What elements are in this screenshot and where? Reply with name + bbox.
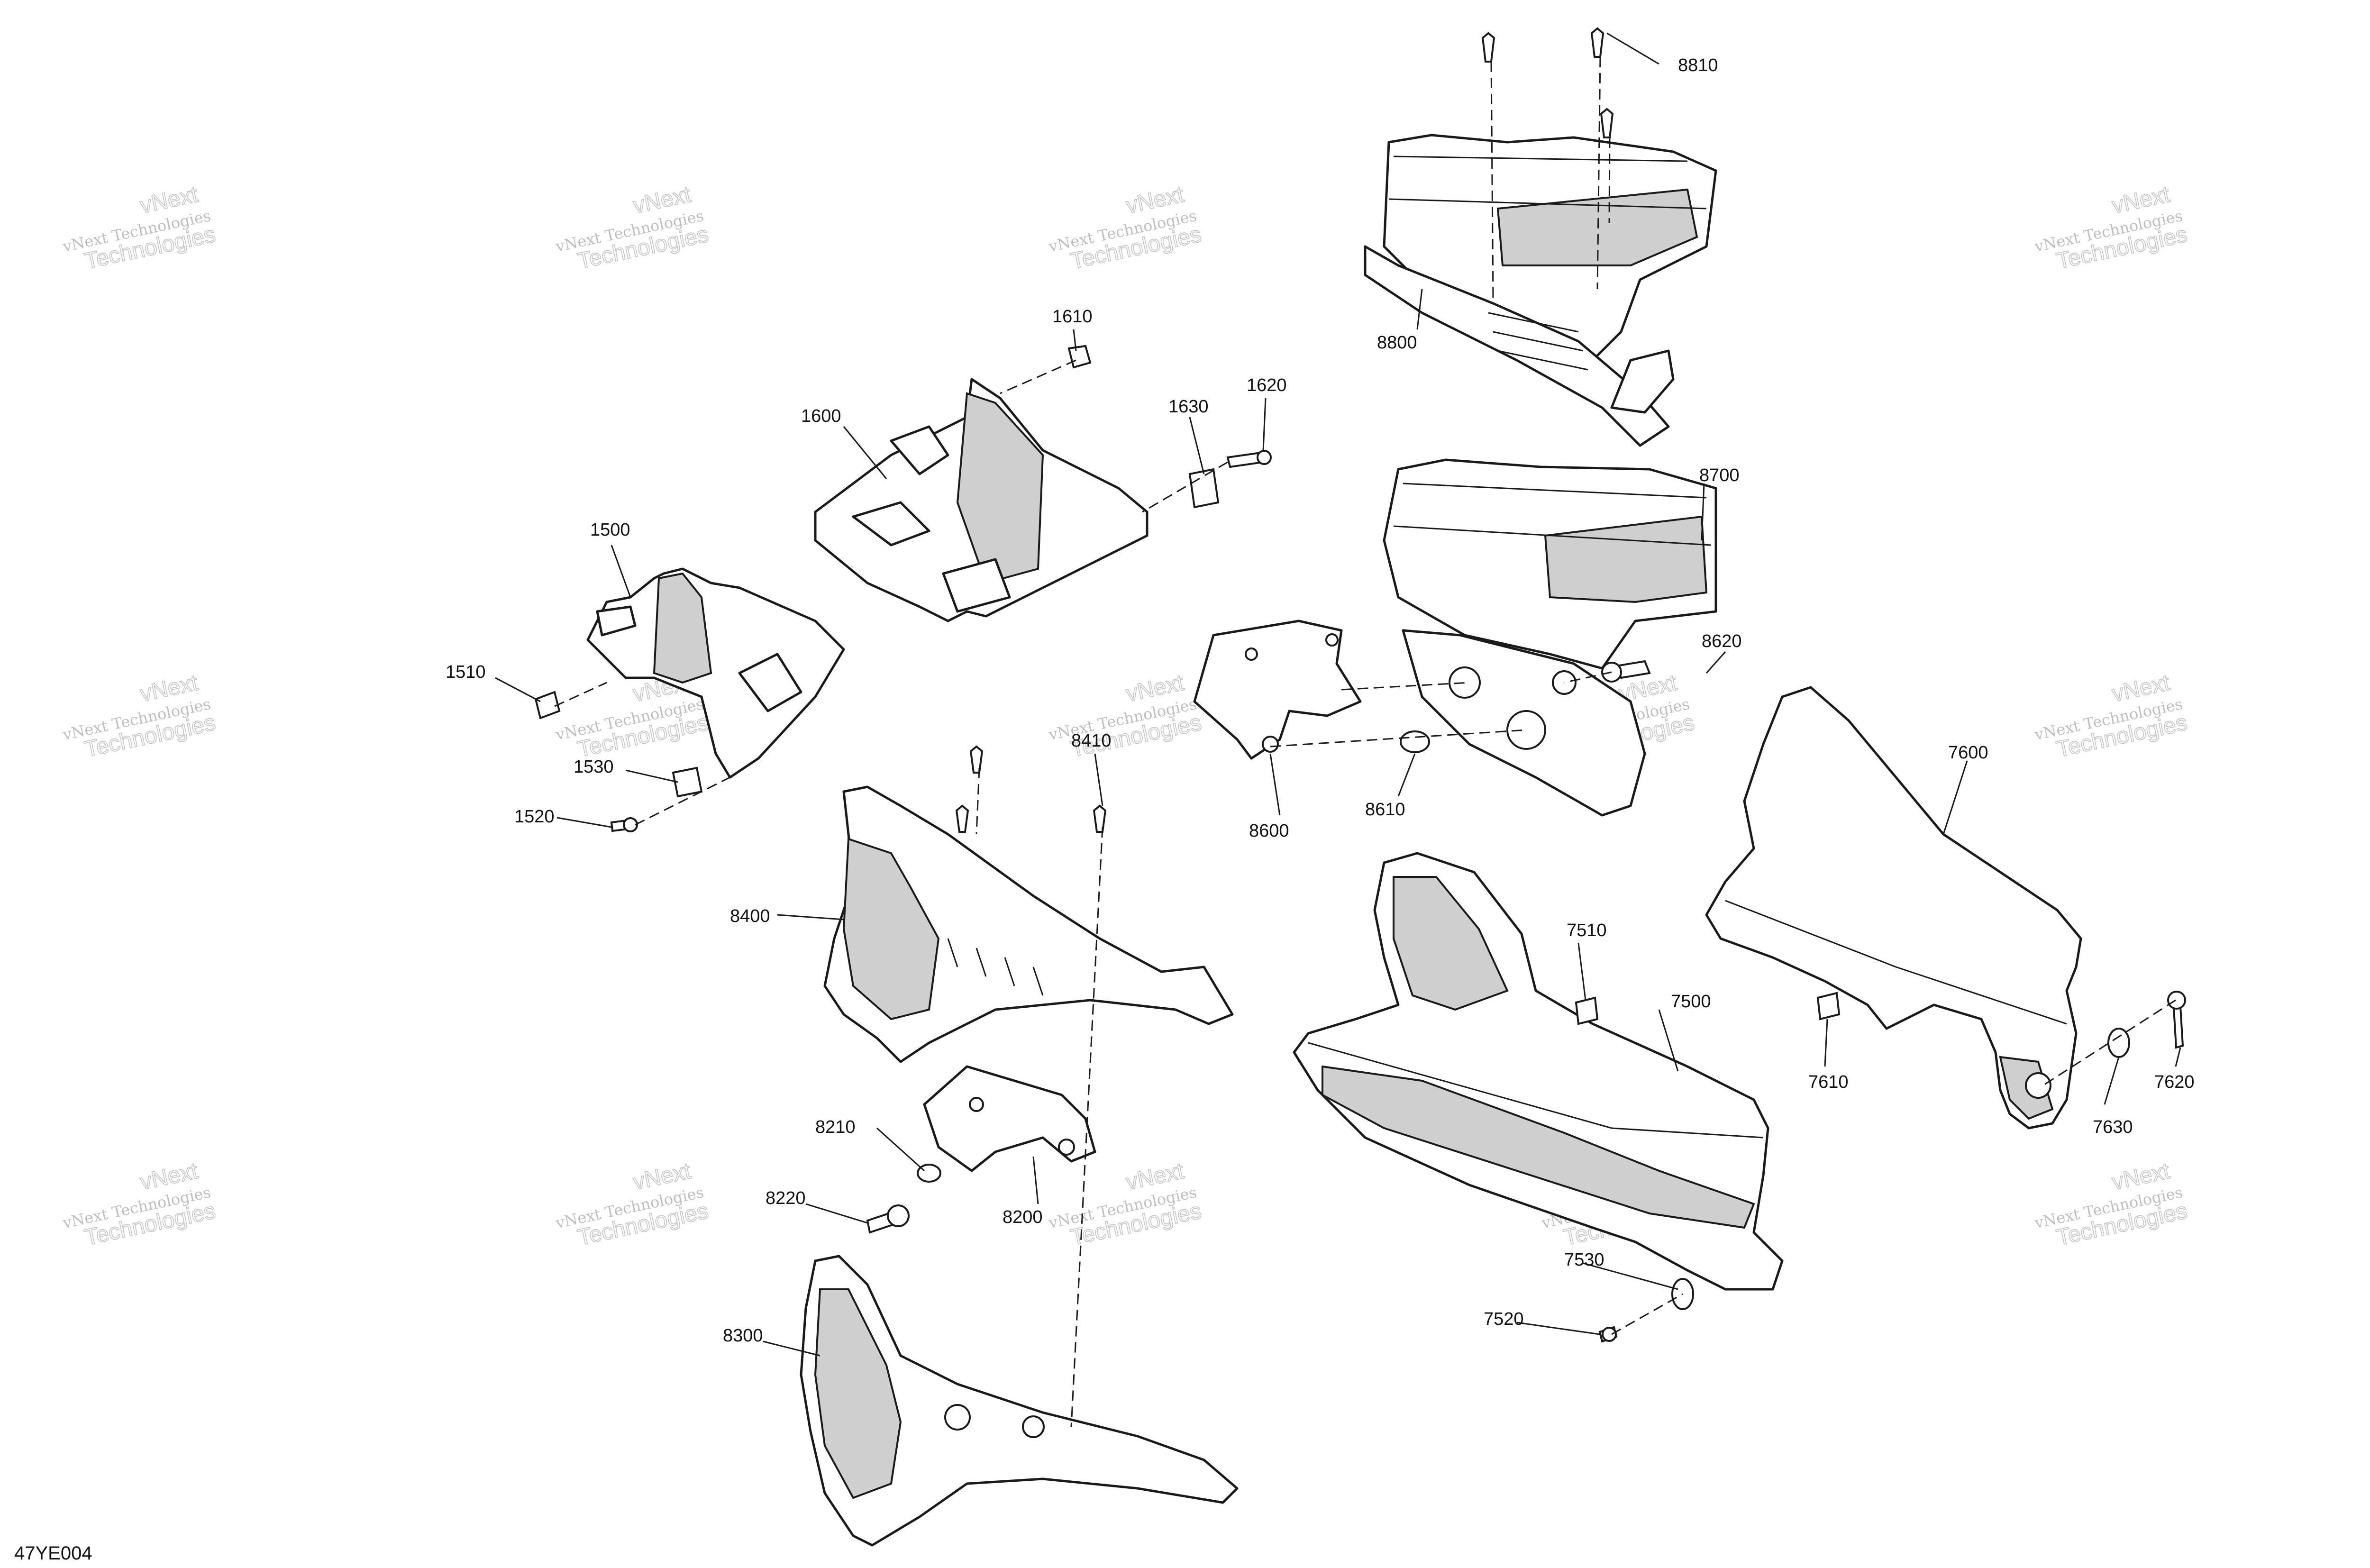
callout-8810: 8810 [1678, 55, 1718, 75]
part-7620 [2167, 991, 2186, 1049]
part-7510 [1575, 996, 1599, 1025]
callout-1620: 1620 [1247, 375, 1287, 395]
callout-8220: 8220 [766, 1188, 806, 1208]
part-8700 [1383, 458, 1717, 817]
callout-8620: 8620 [1702, 631, 1742, 651]
callout-labels: 8810 8800 8700 8620 8600 8610 1610 1600 … [446, 55, 2195, 1346]
callout-8800: 8800 [1377, 333, 1417, 353]
part-8410 [955, 745, 1107, 833]
callout-1510: 1510 [446, 662, 486, 682]
part-7610 [1816, 992, 1841, 1021]
callout-8300: 8300 [723, 1326, 763, 1346]
callout-1610: 1610 [1052, 307, 1093, 327]
drawing-code: 47YE004 [14, 1543, 92, 1564]
part-1600 [814, 378, 1149, 622]
callout-7520: 7520 [1484, 1309, 1524, 1329]
callout-1630: 1630 [1168, 397, 1209, 417]
part-7600 [1705, 686, 2082, 1130]
part-8600 [1193, 620, 1362, 760]
callout-7630: 7630 [2093, 1117, 2133, 1137]
callout-8200: 8200 [1003, 1207, 1043, 1227]
part-7500 [1293, 852, 1784, 1291]
part-7630 [2107, 1028, 2130, 1058]
callout-8400: 8400 [730, 906, 770, 926]
callout-1500: 1500 [590, 520, 630, 540]
part-1610 [1067, 345, 1092, 369]
part-8800 [1364, 134, 1717, 447]
part-8200 [923, 1065, 1096, 1172]
callout-1530: 1530 [574, 757, 614, 777]
part-8610 [1400, 730, 1430, 753]
callout-8610: 8610 [1365, 800, 1405, 820]
callout-7500: 7500 [1671, 992, 1711, 1012]
callout-8600: 8600 [1249, 821, 1289, 841]
part-1630 [1188, 468, 1220, 509]
callout-8700: 8700 [1699, 465, 1740, 485]
part-1510 [534, 691, 561, 720]
callout-7510: 7510 [1567, 921, 1607, 940]
part-7520 [1598, 1326, 1618, 1343]
part-8400 [823, 785, 1234, 1063]
callout-7530: 7530 [1564, 1250, 1604, 1270]
callout-7620: 7620 [2154, 1072, 2195, 1092]
part-1520 [610, 817, 638, 832]
callout-8410: 8410 [1071, 731, 1112, 751]
part-1500 [586, 567, 845, 779]
callout-1600: 1600 [801, 406, 841, 426]
callout-7610: 7610 [1808, 1072, 1849, 1092]
part-8220 [866, 1204, 910, 1234]
assembly-lines [554, 56, 2176, 1427]
leader-lines [495, 32, 2181, 1357]
callout-8210: 8210 [815, 1117, 856, 1137]
part-8810 [1481, 27, 1614, 138]
callout-7600: 7600 [1948, 743, 1988, 763]
part-1620 [1226, 450, 1272, 468]
part-8210 [917, 1164, 941, 1183]
part-8300 [800, 1255, 1239, 1547]
callout-1520: 1520 [514, 807, 555, 827]
